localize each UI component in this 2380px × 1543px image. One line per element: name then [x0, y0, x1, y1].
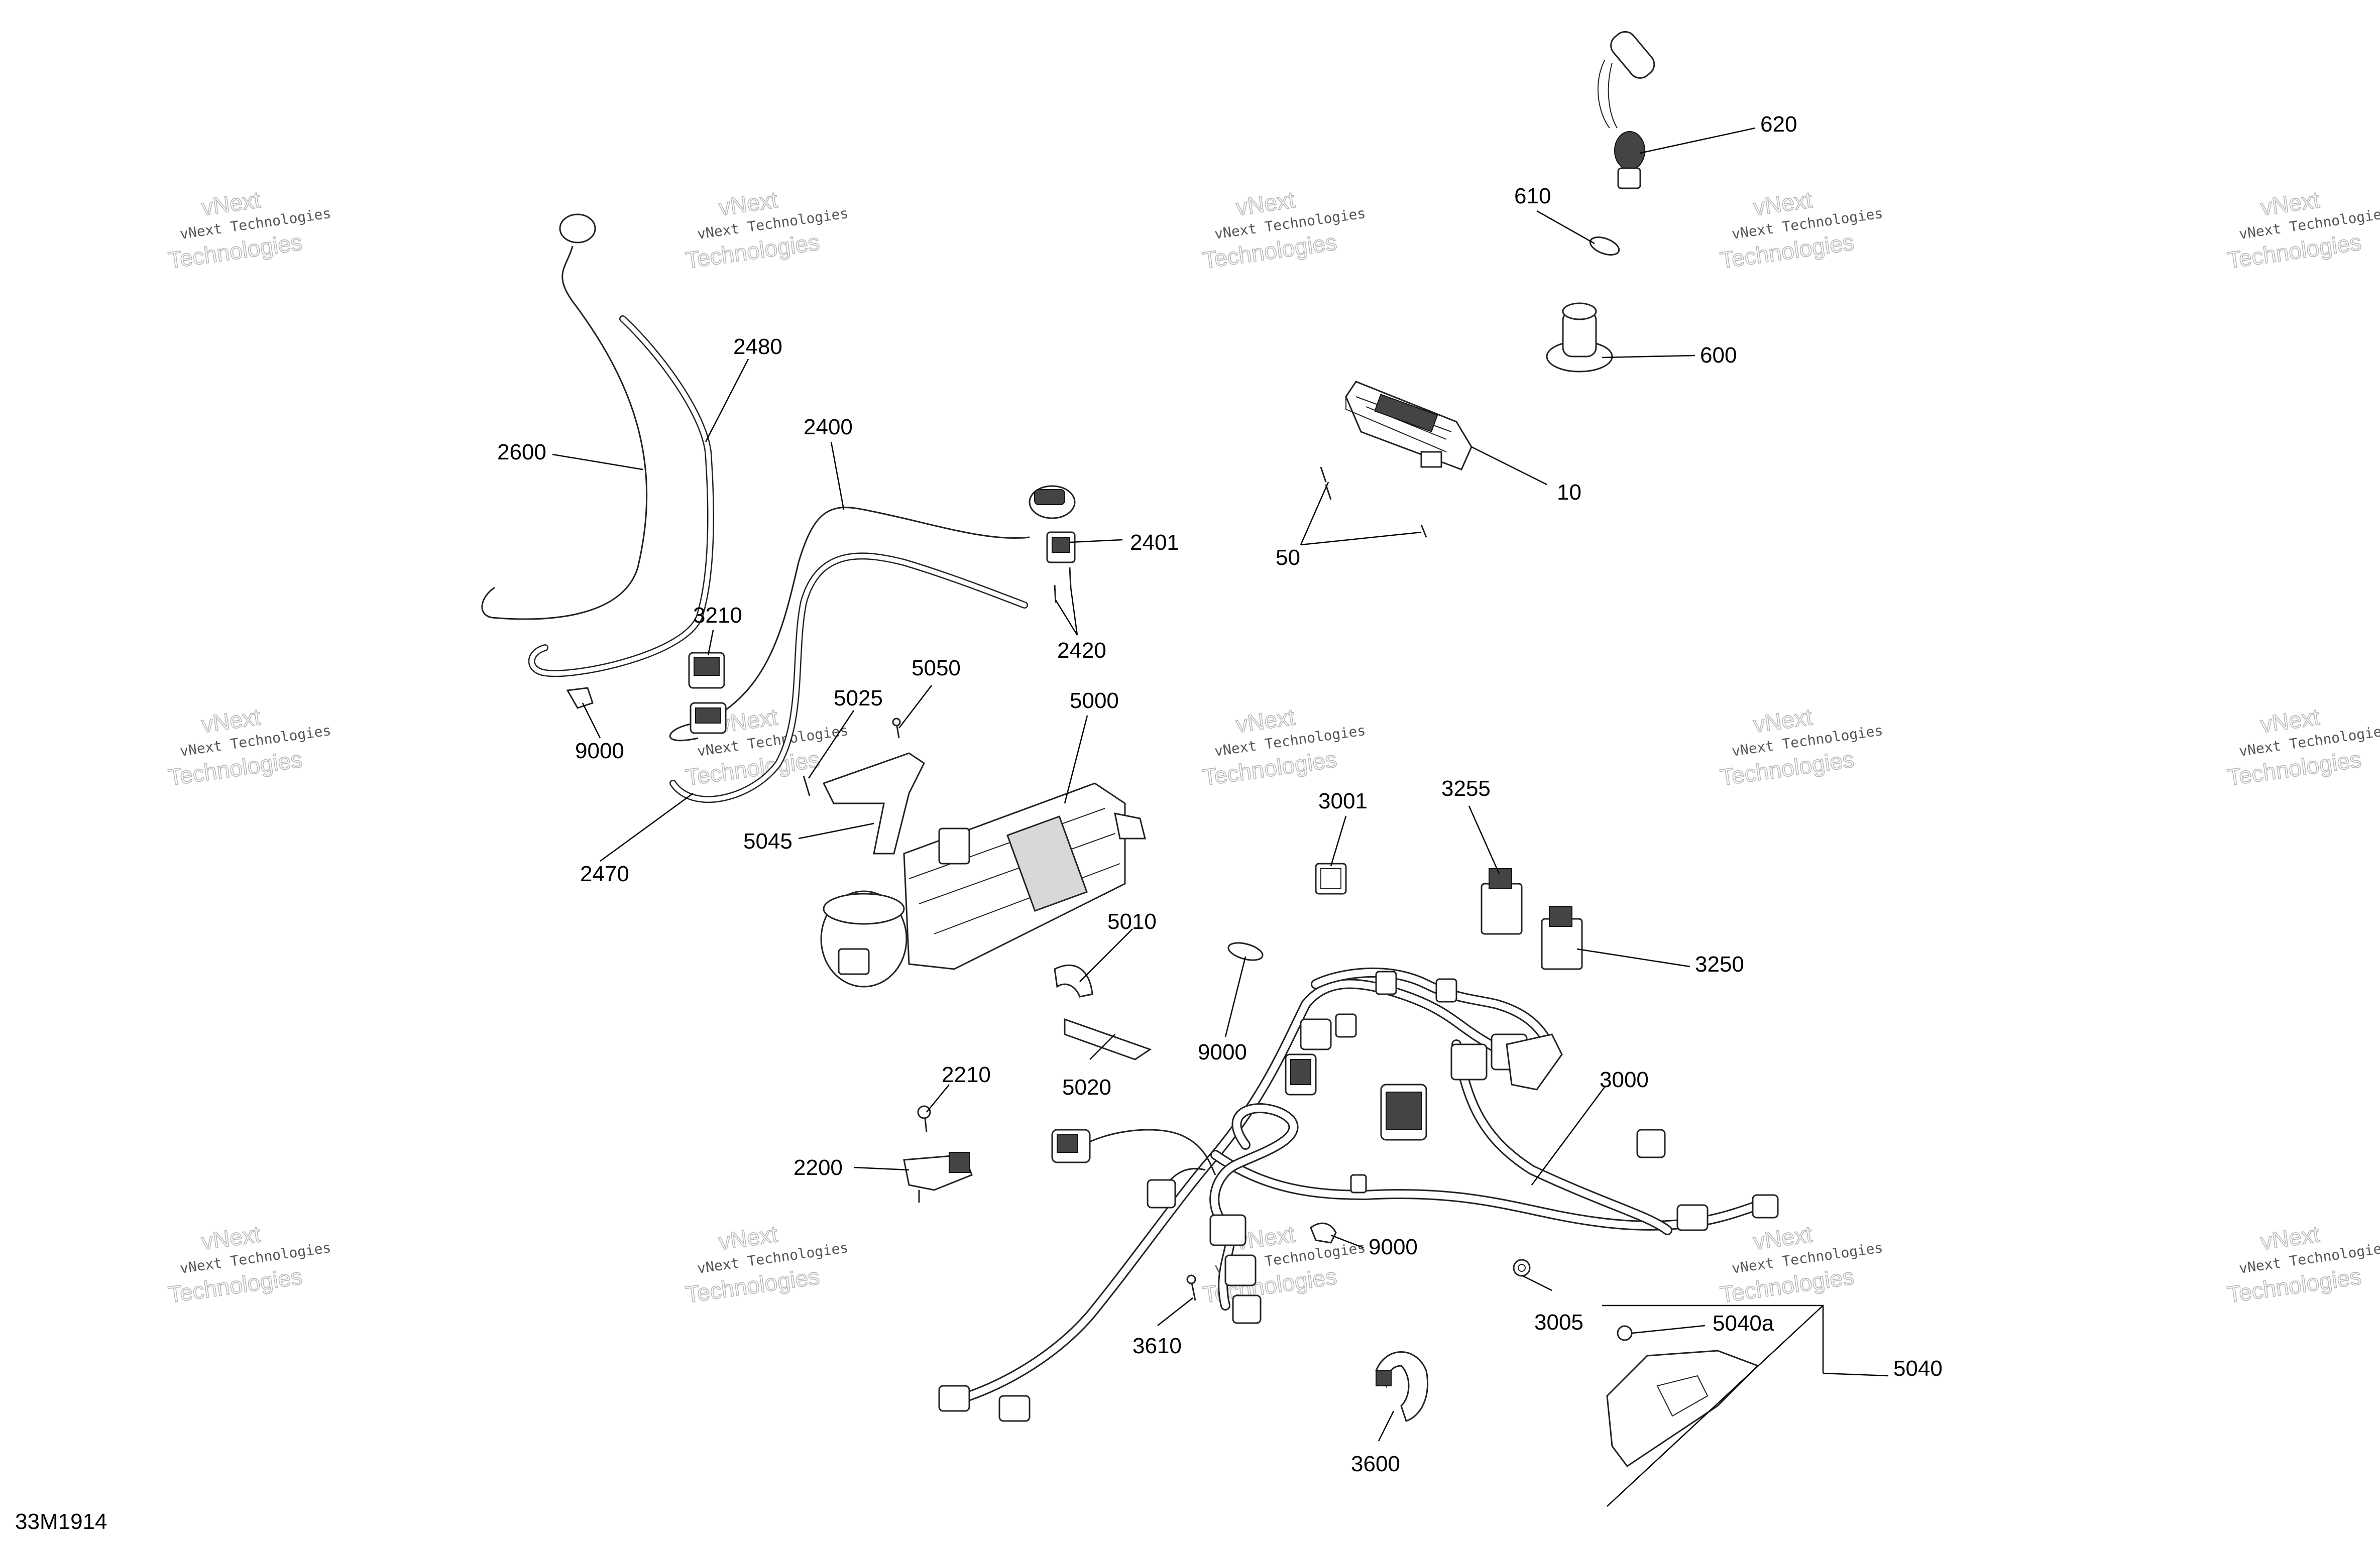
callout-5000: 5000 [1070, 688, 1119, 713]
part-3255-relay [1481, 868, 1523, 935]
watermark: vNext vNext Technologies Technologies [1718, 186, 1884, 274]
callout-610: 610 [1514, 184, 1551, 208]
part-3610-screw [1186, 1274, 1196, 1301]
part-9000-clip-lower [1310, 1222, 1337, 1244]
part-3210-connector [688, 652, 727, 734]
callout-5010: 5010 [1107, 909, 1157, 934]
part-9000-clip [566, 687, 594, 709]
watermark: vNext vNext Technologies Technologies [2225, 1220, 2380, 1308]
part-5040-plate [1606, 1350, 1759, 1468]
callout-2420: 2420 [1057, 638, 1106, 663]
watermark: vNext vNext Technologies Technologies [684, 1220, 849, 1308]
part-3600-strap [1375, 1351, 1429, 1422]
part-620-tether-cord [1597, 31, 1655, 189]
watermark: vNext vNext Technologies Technologies [1718, 1220, 1884, 1308]
callout-50: 50 [1276, 545, 1300, 570]
part-3005-nut [1513, 1259, 1531, 1277]
callout-3250: 3250 [1695, 952, 1744, 977]
part-5000-module [820, 782, 1146, 988]
callout-5025: 5025 [834, 686, 883, 710]
callout-600: 600 [1700, 343, 1737, 368]
part-5040a-nut [1617, 1325, 1633, 1341]
part-2200-sensor [903, 1152, 973, 1203]
part-5050-screw [892, 718, 901, 739]
part-2401-connector [1029, 485, 1076, 563]
callout-labels: 620 610 600 10 50 2480 2600 2400 2401 24… [497, 112, 1943, 1476]
callout-620: 620 [1760, 112, 1797, 137]
watermark: vNext vNext Technologies Technologies [1718, 703, 1884, 791]
callout-3005: 3005 [1534, 1310, 1583, 1335]
callout-5040a: 5040a [1713, 1311, 1774, 1336]
callout-2470: 2470 [580, 862, 629, 886]
part-50-screws [1320, 466, 1427, 538]
watermark: vNext vNext Technologies Technologies [684, 186, 849, 274]
part-600-switch [1546, 302, 1613, 373]
watermark: vNext vNext Technologies Technologies [2225, 186, 2380, 274]
part-5025-bolt [803, 775, 811, 796]
callout-2400: 2400 [804, 415, 853, 439]
watermark: vNext vNext Technologies Technologies [1201, 703, 1367, 791]
callout-10: 10 [1557, 480, 1581, 505]
watermark-layer: vNext vNext Technologies Technologies vN… [166, 186, 2380, 1308]
callout-9000-lower: 9000 [1369, 1235, 1418, 1259]
callout-2210: 2210 [942, 1062, 991, 1087]
callout-9000-upper: 9000 [575, 739, 624, 763]
part-10-display-cluster [1345, 381, 1472, 470]
part-610-cap [1589, 236, 1620, 256]
part-3000-wiring-harness [938, 967, 1779, 1422]
callout-3000: 3000 [1600, 1067, 1649, 1092]
callout-2200: 2200 [794, 1155, 843, 1180]
callout-9000-mid: 9000 [1198, 1040, 1247, 1064]
watermark: vNext vNext Technologies Technologies [166, 186, 332, 274]
callout-3610: 3610 [1132, 1334, 1182, 1358]
part-3250-relay [1541, 906, 1583, 970]
callout-5045: 5045 [743, 829, 792, 854]
callout-5020: 5020 [1062, 1075, 1111, 1100]
watermark: vNext vNext Technologies Technologies [166, 703, 332, 791]
part-2470-hose [669, 552, 1028, 803]
callout-2401: 2401 [1130, 530, 1179, 555]
part-9000-cap [1227, 942, 1264, 961]
callout-3255: 3255 [1441, 776, 1491, 801]
part-5010-clip [1054, 964, 1093, 998]
part-3001-relay [1315, 863, 1347, 895]
callout-3600: 3600 [1351, 1452, 1400, 1476]
callout-2480: 2480 [733, 334, 782, 359]
part-2480-hose [528, 315, 714, 677]
callout-3210: 3210 [693, 603, 742, 628]
callout-2600: 2600 [497, 440, 546, 464]
leader-lines [552, 127, 1889, 1507]
part-5045-bracket [822, 752, 925, 855]
document-id: 33M1914 [15, 1509, 107, 1534]
part-2600-cable [481, 213, 648, 620]
callout-5040: 5040 [1893, 1356, 1943, 1381]
watermark: vNext vNext Technologies Technologies [1201, 186, 1367, 274]
watermark: vNext vNext Technologies Technologies [166, 1220, 332, 1308]
part-5020-bracket [1064, 1018, 1152, 1060]
part-2400-cable [669, 507, 1030, 742]
callout-5050: 5050 [912, 656, 961, 680]
watermark: vNext vNext Technologies Technologies [2225, 703, 2380, 791]
part-2210-screw [917, 1105, 931, 1133]
part-2420-pins [1054, 567, 1072, 603]
callout-3001: 3001 [1318, 789, 1368, 813]
